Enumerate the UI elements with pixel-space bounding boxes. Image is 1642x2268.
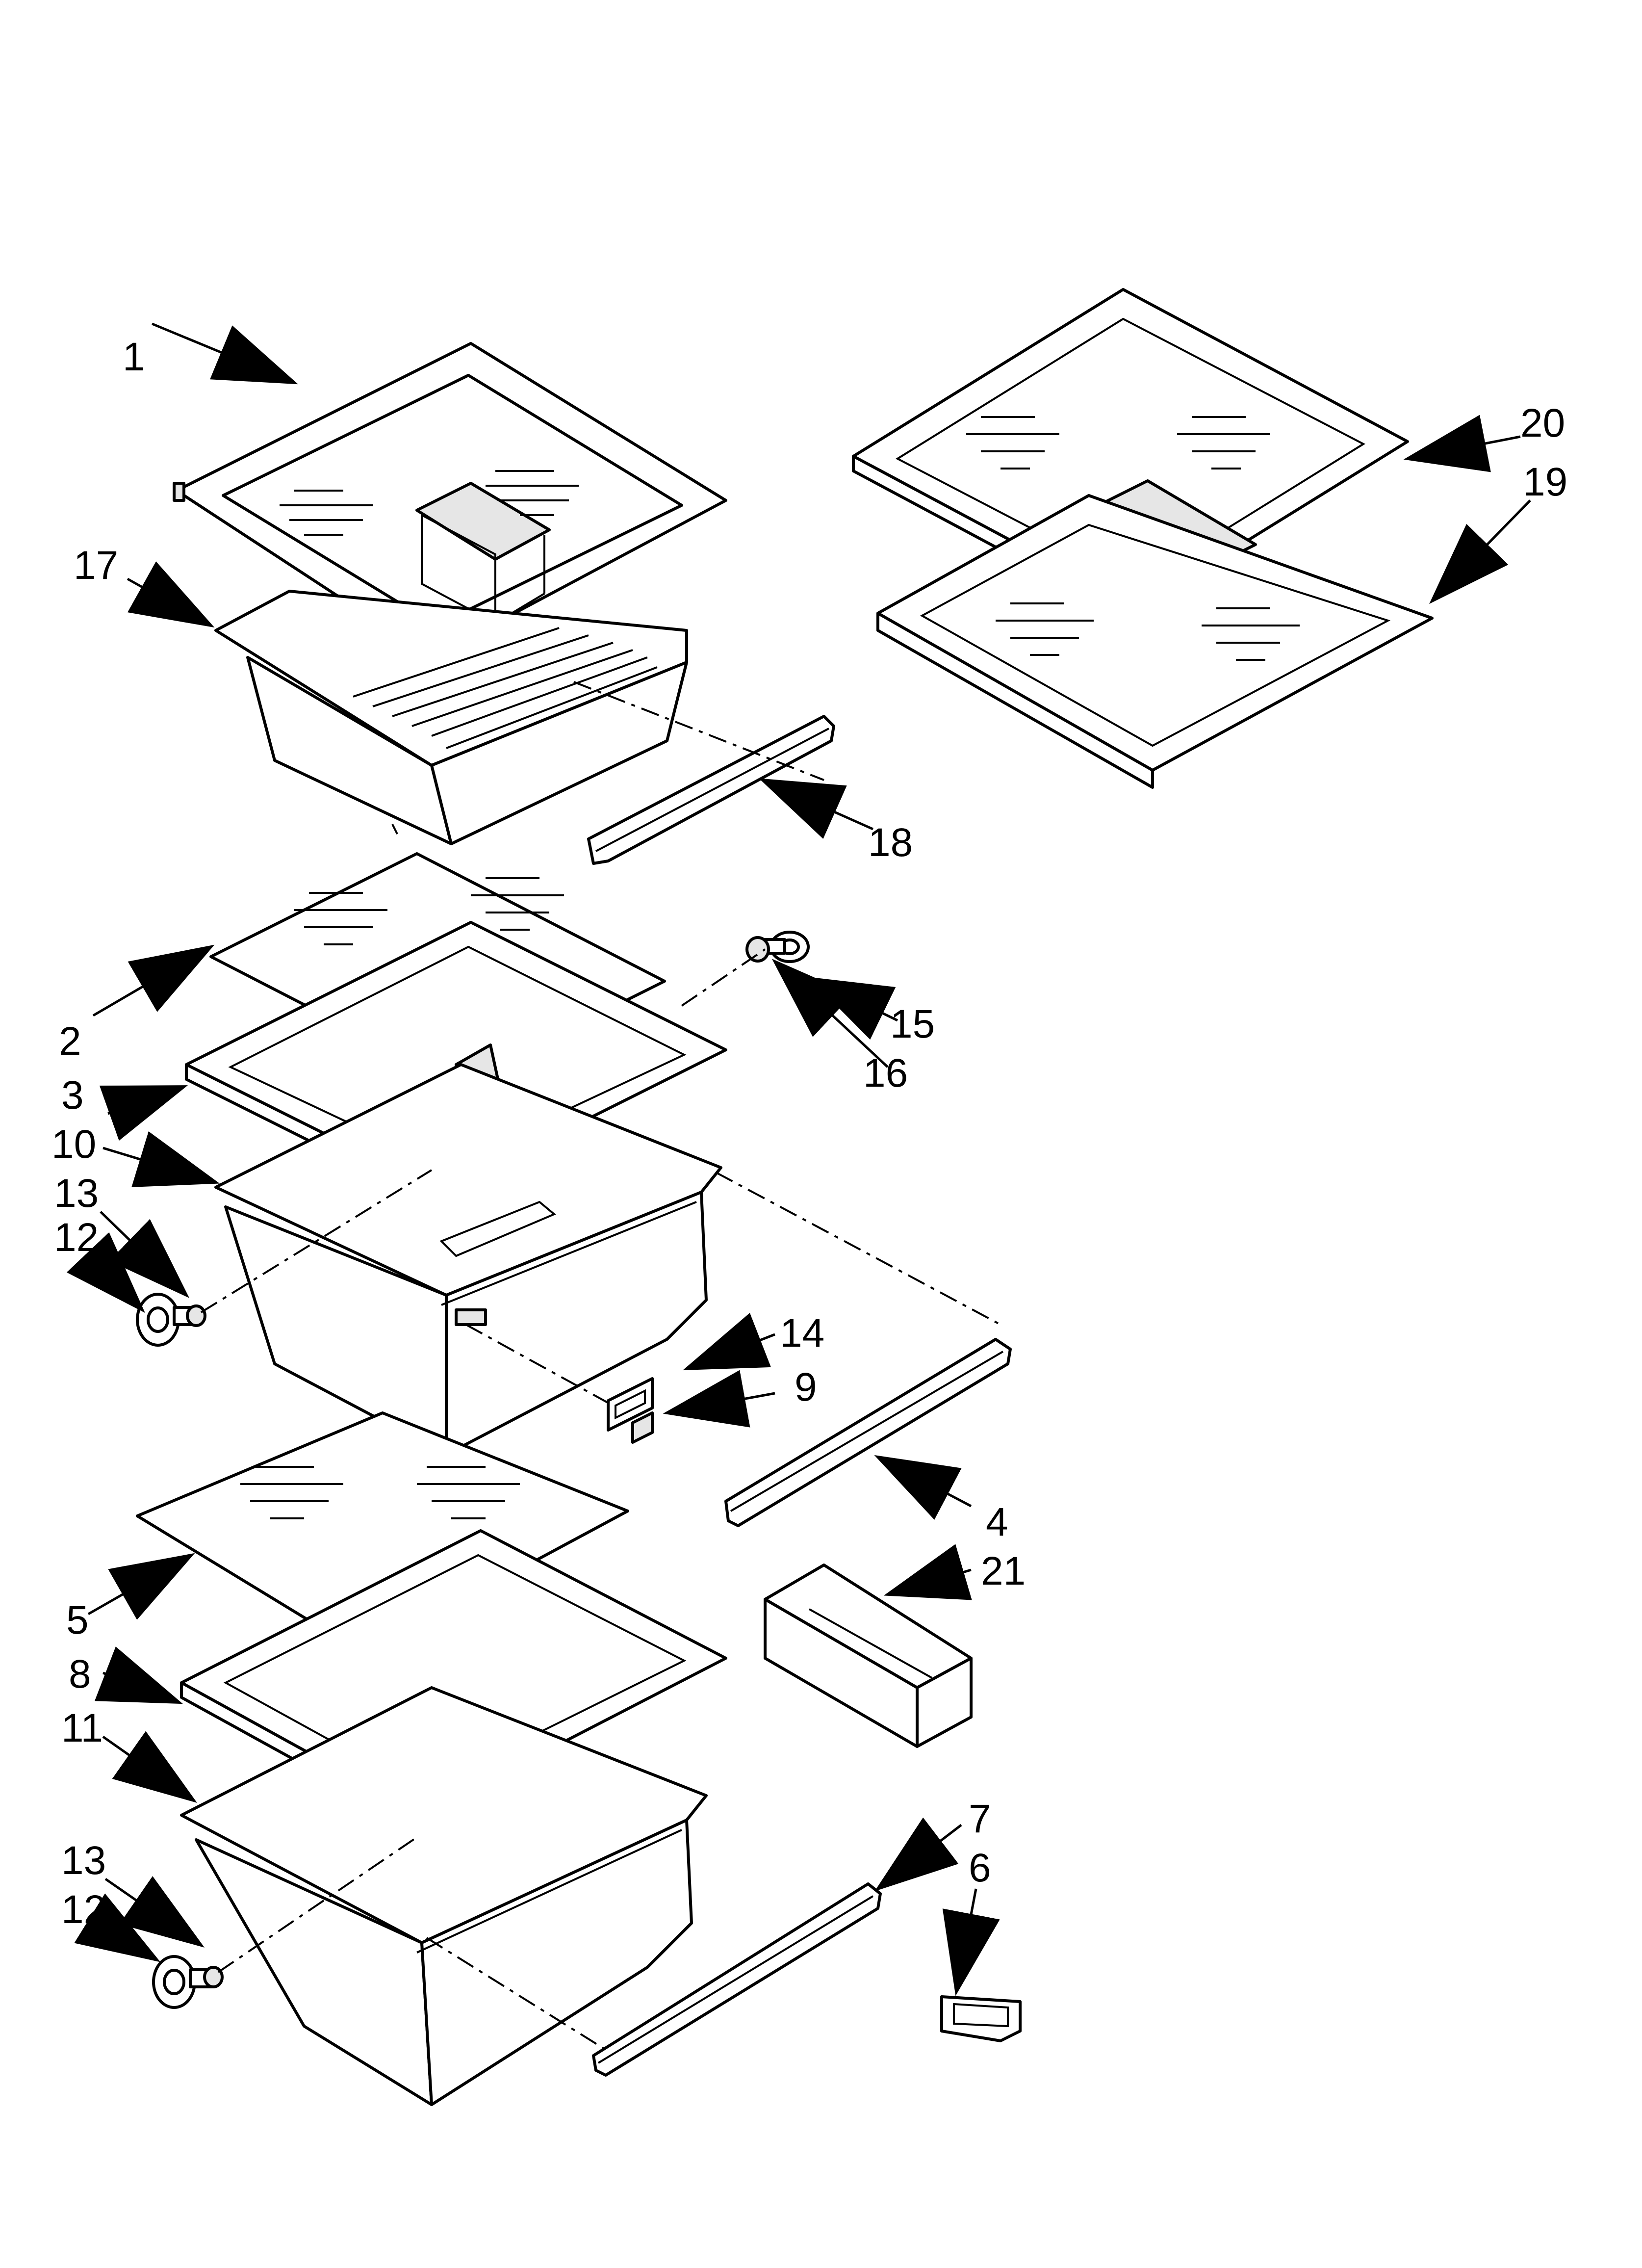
part-15-16-roller [745,931,810,963]
callout-11: 11 [61,1706,103,1750]
callout-13-lower: 13 [61,1838,106,1883]
callout-19: 19 [1523,460,1567,504]
callout-14: 14 [780,1311,824,1356]
part-17-ribs [353,627,658,749]
part-12-13-wheel-upper [136,1293,206,1347]
callout-18: 18 [868,820,913,865]
part-6-clip [940,1995,1022,2042]
part-12-13-wheel-lower [152,1955,224,2009]
callout-5: 5 [66,1598,89,1642]
callout-17: 17 [74,543,118,588]
part-callouts: 1 17 18 2 3 10 13 12 15 16 14 9 4 21 5 8… [51,335,1567,1932]
callout-15: 15 [890,1002,935,1046]
part-5-glass [136,1411,629,1655]
callout-8: 8 [69,1652,91,1696]
callout-10: 10 [51,1122,96,1167]
callout-12-upper: 12 [54,1215,99,1260]
callout-13-upper: 13 [54,1171,99,1216]
part-14-9-clips [607,1377,654,1444]
part-11-drawer [180,1686,708,2106]
callout-2: 2 [59,1019,81,1064]
part-19-shelf [876,494,1434,789]
callout-12-lower: 12 [61,1887,106,1932]
part-17-pan [214,590,688,845]
part-21-bin [764,1564,973,1748]
callout-4: 4 [986,1500,1008,1544]
part-1-glass-texture [280,470,579,536]
callout-7: 7 [969,1797,991,1841]
part-7-rail [592,1882,882,2077]
callout-6: 6 [969,1846,991,1890]
part-10-drawer [214,1063,722,1456]
callout-9: 9 [795,1365,817,1409]
leader-lines [66,322,1531,1996]
part-1-cover-frame [173,342,727,659]
callout-20: 20 [1520,401,1565,445]
part-18-rail [587,715,835,865]
callout-21: 21 [981,1549,1026,1593]
callout-3: 3 [61,1073,84,1118]
callout-1: 1 [123,335,145,379]
callout-16: 16 [863,1051,908,1095]
part-4-rail [724,1338,1012,1527]
alignment-lines [200,681,1001,2049]
